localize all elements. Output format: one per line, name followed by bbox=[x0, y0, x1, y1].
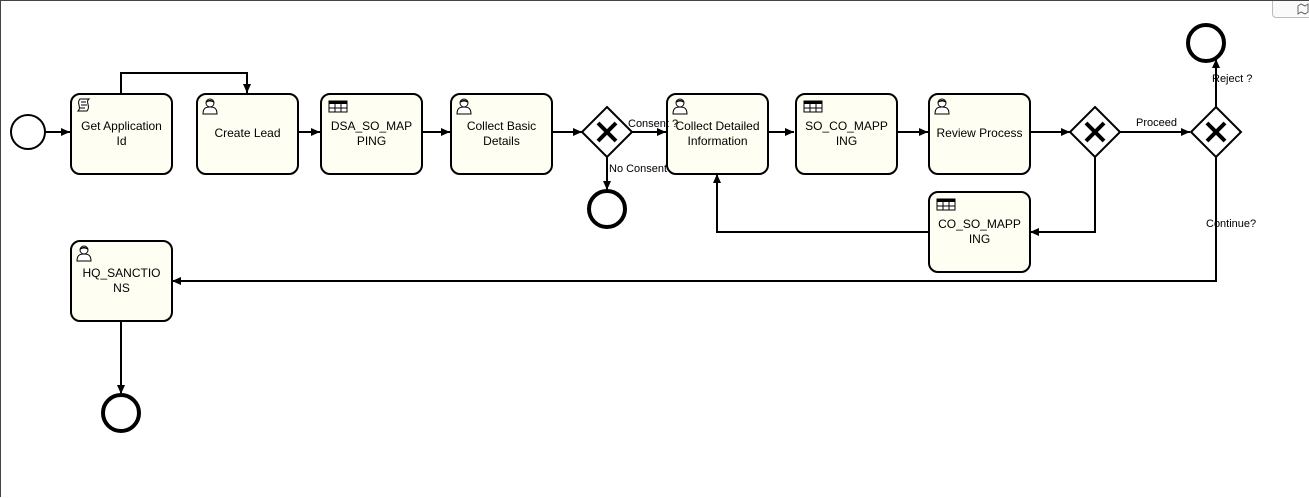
svg-text:Details: Details bbox=[483, 134, 520, 148]
task-review-process[interactable]: Review Process bbox=[928, 93, 1031, 175]
svg-text:Get Application: Get Application bbox=[81, 119, 162, 133]
svg-text:PING: PING bbox=[357, 134, 386, 148]
flow-co-so-mapping-to-collect-detailed[interactable] bbox=[713, 174, 929, 233]
flow-continue[interactable] bbox=[172, 157, 1217, 285]
label-reject: Reject ? bbox=[1212, 73, 1252, 85]
end-event-reject[interactable] bbox=[1186, 23, 1226, 63]
svg-text:Review Process: Review Process bbox=[936, 126, 1022, 140]
svg-text:Collect Detailed: Collect Detailed bbox=[675, 119, 759, 133]
label-proceed: Proceed bbox=[1136, 117, 1177, 129]
flow-gateway-to-co-so-mapping[interactable] bbox=[1030, 157, 1096, 236]
svg-text:NS: NS bbox=[113, 281, 130, 295]
task-so-co-mapping[interactable]: SO_CO_MAPP ING bbox=[795, 93, 898, 175]
svg-text:ING: ING bbox=[969, 232, 990, 246]
task-dsa-so-mapping[interactable]: DSA_SO_MAP PING bbox=[320, 93, 423, 175]
svg-text:DSA_SO_MAP: DSA_SO_MAP bbox=[331, 119, 412, 133]
svg-text:CO_SO_MAPP: CO_SO_MAPP bbox=[938, 217, 1021, 231]
label-no-consent: No Consent bbox=[609, 163, 667, 175]
table-icon bbox=[803, 100, 823, 113]
svg-text:SO_CO_MAPP: SO_CO_MAPP bbox=[805, 119, 888, 133]
svg-text:HQ_SANCTIO: HQ_SANCTIO bbox=[82, 266, 160, 280]
gateway-consent[interactable] bbox=[580, 105, 634, 159]
script-icon bbox=[77, 98, 90, 112]
task-hq-sanctions[interactable]: HQ_SANCTIO NS bbox=[70, 240, 173, 322]
start-event[interactable] bbox=[10, 114, 46, 150]
task-collect-basic-details[interactable]: Collect Basic Details bbox=[450, 93, 553, 175]
gateway-decision[interactable] bbox=[1189, 105, 1243, 159]
task-co-so-mapping[interactable]: CO_SO_MAPP ING bbox=[928, 191, 1031, 273]
label-continue: Continue? bbox=[1206, 218, 1256, 230]
task-get-application-id[interactable]: Get Application Id bbox=[70, 93, 173, 175]
task-create-lead[interactable]: Create Lead bbox=[196, 93, 299, 175]
svg-text:Create Lead: Create Lead bbox=[214, 126, 280, 140]
svg-text:ING: ING bbox=[836, 134, 857, 148]
flow-get-application-id-to-create-lead[interactable] bbox=[120, 72, 251, 94]
label-consent: Consent ? bbox=[628, 118, 678, 130]
table-icon bbox=[328, 100, 348, 113]
svg-text:Information: Information bbox=[687, 134, 747, 148]
end-event-no-consent[interactable] bbox=[587, 189, 627, 229]
minimap-toggle[interactable] bbox=[1272, 1, 1309, 18]
end-event-final[interactable] bbox=[101, 393, 141, 433]
table-icon bbox=[936, 198, 956, 211]
map-icon bbox=[1297, 3, 1309, 15]
gateway-review[interactable] bbox=[1068, 105, 1122, 159]
svg-text:Id: Id bbox=[116, 134, 126, 148]
task-collect-detailed-information[interactable]: Collect Detailed Information bbox=[666, 93, 769, 175]
svg-text:Collect Basic: Collect Basic bbox=[467, 119, 536, 133]
